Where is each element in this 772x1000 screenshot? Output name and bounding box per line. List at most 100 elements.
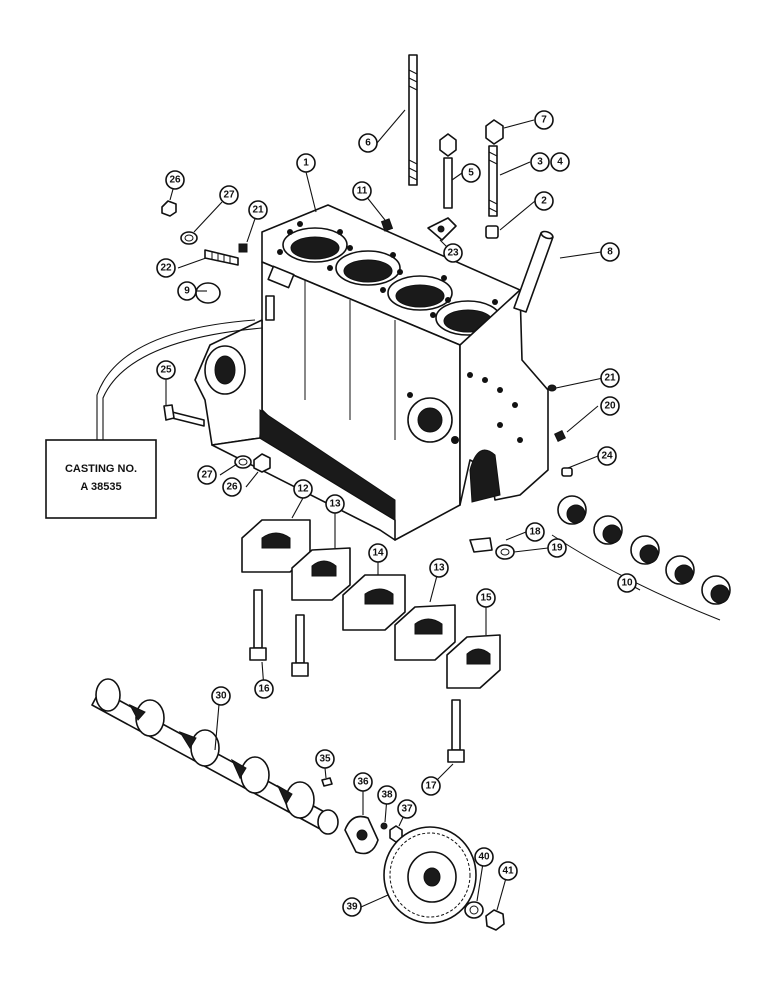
casting-note: CASTING NO. A 38535 (45, 319, 263, 519)
svg-text:26: 26 (169, 175, 181, 186)
callout-8: 8 (600, 242, 620, 262)
callout-19: 19 (547, 538, 567, 558)
callout-20: 20 (600, 396, 620, 416)
cylinder-head-stud (408, 54, 418, 186)
svg-text:13: 13 (329, 499, 341, 510)
thrust-plate (344, 815, 379, 855)
callout-27b: 27 (197, 465, 217, 485)
svg-text:4: 4 (557, 157, 563, 168)
svg-text:26: 26 (226, 482, 238, 493)
callout-38: 38 (377, 785, 397, 805)
svg-text:27: 27 (201, 470, 213, 481)
cylinder-block (194, 204, 549, 541)
svg-text:3: 3 (537, 157, 543, 168)
left-hardware (161, 200, 271, 473)
key (321, 777, 333, 787)
svg-text:27: 27 (223, 190, 235, 201)
svg-text:14: 14 (372, 548, 384, 559)
right-hardware (469, 384, 573, 560)
svg-text:11: 11 (357, 186, 368, 197)
callout-10: 10 (617, 573, 637, 593)
callout-41: 41 (498, 861, 518, 881)
svg-text:35: 35 (319, 754, 331, 765)
callout-26b: 26 (222, 477, 242, 497)
callout-40: 40 (474, 847, 494, 867)
bearing-caps (241, 519, 501, 689)
callout-37: 37 (397, 799, 417, 819)
callout-3: 3 (530, 152, 550, 172)
svg-text:15: 15 (480, 593, 492, 604)
svg-text:16: 16 (258, 684, 270, 695)
camshaft (91, 678, 339, 835)
svg-text:20: 20 (604, 401, 616, 412)
svg-text:36: 36 (357, 777, 369, 788)
svg-text:18: 18 (529, 527, 541, 538)
callout-9: 9 (177, 281, 197, 301)
svg-text:24: 24 (601, 451, 613, 462)
svg-text:22: 22 (160, 263, 172, 274)
callout-14: 14 (368, 543, 388, 563)
callout-11: 11 (352, 181, 372, 201)
callout-27a: 27 (219, 185, 239, 205)
svg-text:2: 2 (541, 196, 547, 207)
svg-text:6: 6 (365, 138, 371, 149)
svg-text:21: 21 (252, 205, 264, 216)
gear-nut (485, 909, 505, 931)
tube (513, 230, 554, 313)
callout-13a: 13 (325, 494, 345, 514)
svg-text:19: 19 (551, 543, 563, 554)
stud-long (488, 145, 498, 217)
casting-label: CASTING NO. (65, 463, 137, 475)
callout-36: 36 (353, 772, 373, 792)
svg-text:13: 13 (433, 563, 445, 574)
nut (485, 119, 504, 145)
callout-21a: 21 (248, 200, 268, 220)
svg-text:1: 1 (303, 158, 309, 169)
callout-18: 18 (525, 522, 545, 542)
callout-7: 7 (534, 110, 554, 130)
callout-1: 1 (296, 153, 316, 173)
svg-text:12: 12 (297, 484, 309, 495)
callout-24: 24 (597, 446, 617, 466)
callout-30: 30 (211, 686, 231, 706)
cam-bearings (551, 495, 731, 621)
svg-text:39: 39 (346, 902, 358, 913)
cap-bolts (249, 589, 465, 763)
callout-35: 35 (315, 749, 335, 769)
svg-text:21: 21 (604, 373, 616, 384)
svg-text:23: 23 (447, 248, 459, 259)
callout-6: 6 (358, 133, 378, 153)
callout-21b: 21 (600, 368, 620, 388)
callout-12: 12 (293, 479, 313, 499)
svg-text:8: 8 (607, 247, 613, 258)
callout-2: 2 (534, 191, 554, 211)
svg-text:41: 41 (502, 866, 514, 877)
sleeve (485, 225, 499, 239)
callout-26a: 26 (165, 170, 185, 190)
camshaft-gear (383, 826, 477, 924)
callout-13b: 13 (429, 558, 449, 578)
callout-22: 22 (156, 258, 176, 278)
callout-4: 4 (550, 152, 570, 172)
plug-small (380, 218, 394, 232)
svg-text:7: 7 (541, 115, 547, 126)
callout-23: 23 (443, 243, 463, 263)
svg-text:38: 38 (381, 790, 393, 801)
callout-16: 16 (254, 679, 274, 699)
svg-text:25: 25 (160, 365, 172, 376)
callout-17: 17 (421, 776, 441, 796)
callout-15: 15 (476, 588, 496, 608)
svg-text:9: 9 (184, 286, 190, 297)
svg-text:40: 40 (478, 852, 490, 863)
casting-number: A 38535 (80, 481, 121, 493)
fitting (427, 217, 457, 241)
svg-text:30: 30 (215, 691, 227, 702)
callout-39: 39 (342, 897, 362, 917)
svg-text:37: 37 (401, 804, 413, 815)
callout-5: 5 (461, 163, 481, 183)
callout-25: 25 (156, 360, 176, 380)
svg-text:5: 5 (468, 168, 474, 179)
stud-short (439, 133, 457, 209)
svg-text:17: 17 (425, 781, 437, 792)
